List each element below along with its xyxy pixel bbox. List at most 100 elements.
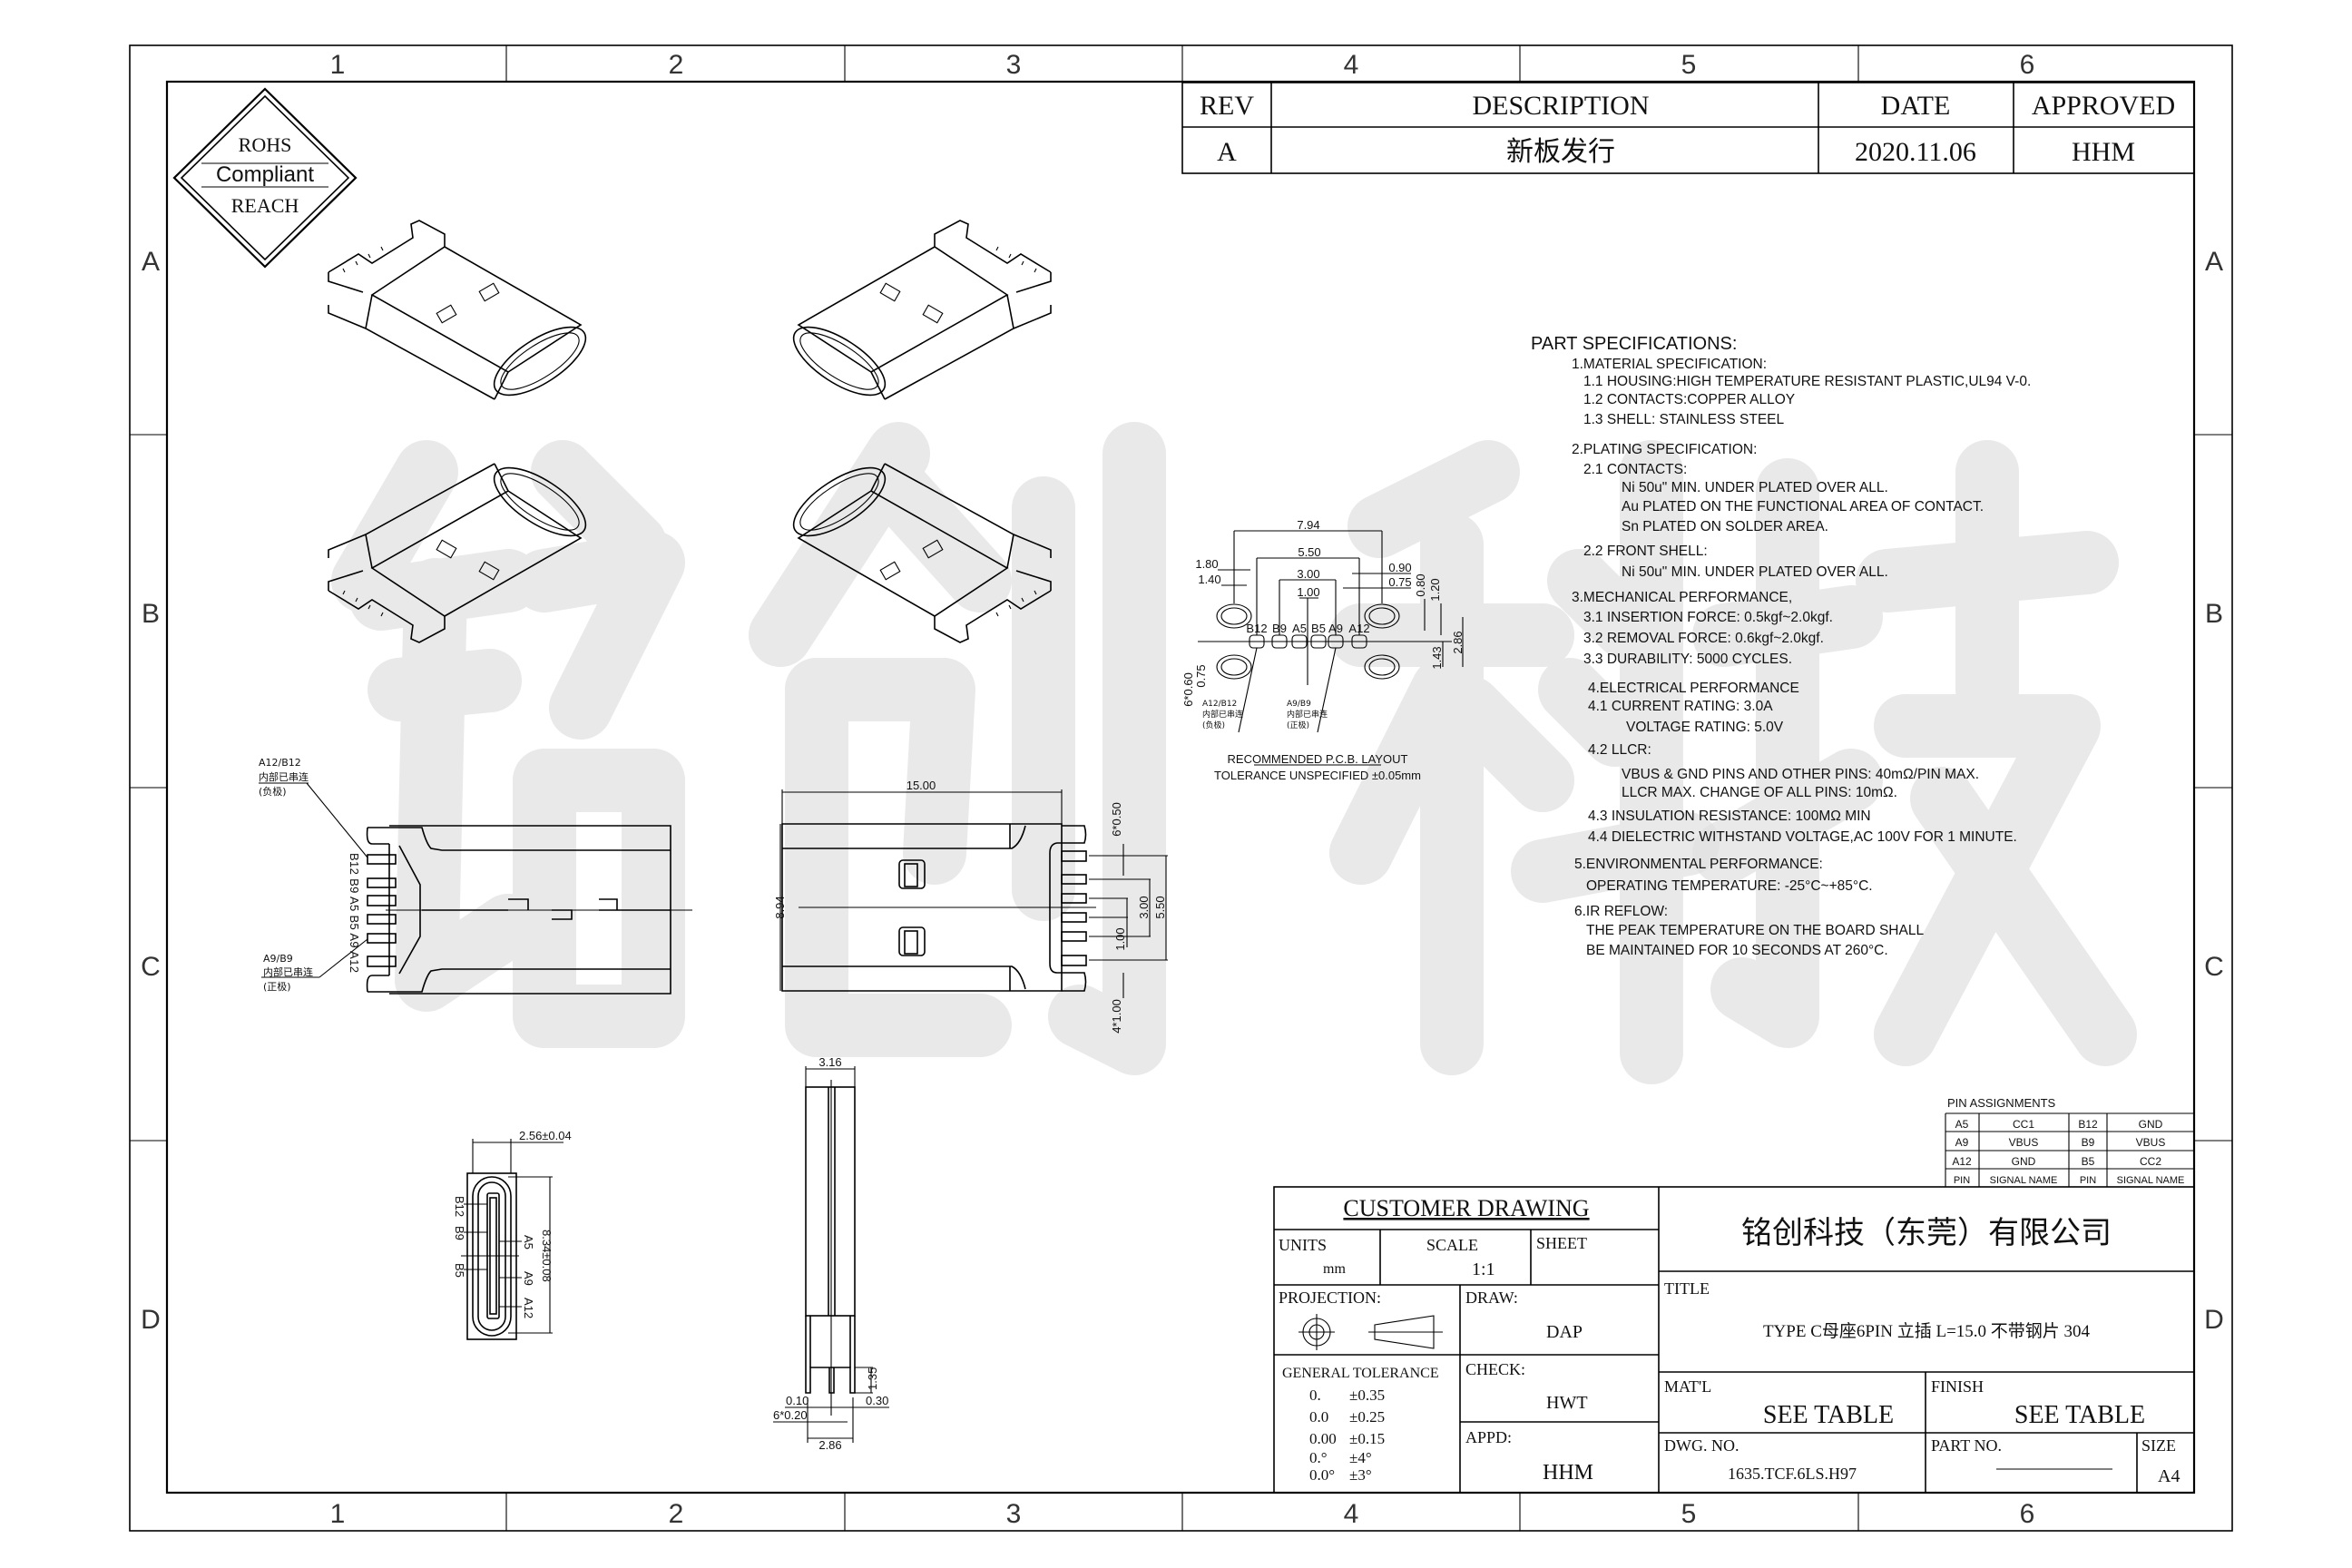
- pin-table-cell: B12: [2078, 1118, 2098, 1131]
- rohs-reach-logo: ROHS Compliant REACH: [172, 87, 358, 269]
- side-note-negative: 内部已串连: [259, 770, 309, 783]
- tolerance-precision: 0.0°: [1309, 1466, 1335, 1484]
- frame-column-label: 5: [1681, 50, 1697, 80]
- specification-line: THE PEAK TEMPERATURE ON THE BOARD SHALL: [1586, 923, 1924, 938]
- dwg-no-label: DWG. NO.: [1664, 1436, 1740, 1455]
- pcb-note-negative: (负极): [1202, 720, 1225, 730]
- specification-line: Au PLATED ON THE FUNCTIONAL AREA OF CONT…: [1622, 499, 1984, 514]
- tolerance-value: ±4°: [1349, 1449, 1372, 1466]
- part-no-label: PART NO.: [1931, 1436, 2002, 1455]
- units-value: mm: [1323, 1261, 1346, 1277]
- specification-line: 3.2 REMOVAL FORCE: 0.6kgf~2.0kgf.: [1583, 631, 1824, 646]
- frame-column-label: 1: [330, 1499, 346, 1529]
- specification-line: 2.1 CONTACTS:: [1583, 462, 1687, 477]
- frame-row-label: C: [2204, 952, 2224, 982]
- dim-span-5-50: 5.50: [1153, 896, 1167, 918]
- tolerance-value: ±0.25: [1349, 1408, 1385, 1426]
- pad-label: B12: [1246, 622, 1267, 635]
- dim-tab-4x1-00: 4*1.00: [1110, 999, 1123, 1034]
- pin-table-cell: B5: [2082, 1155, 2095, 1168]
- specification-line: 4.3 INSULATION RESISTANCE: 100MΩ MIN: [1588, 808, 1871, 824]
- frame-row-label: D: [141, 1305, 161, 1335]
- frame-column-label: 5: [1681, 1499, 1697, 1529]
- pin-table-cell: GND: [2139, 1118, 2163, 1131]
- frame-column-label: 3: [1006, 1499, 1022, 1529]
- general-tolerance-label: GENERAL TOLERANCE: [1282, 1366, 1439, 1381]
- specification-line: 5.ENVIRONMENTAL PERFORMANCE:: [1574, 857, 1823, 872]
- pad-label: B5: [1311, 622, 1326, 635]
- side-note-positive: A9/B9: [263, 953, 293, 965]
- pin-table-cell: CC2: [2140, 1155, 2161, 1168]
- dim-height-8-94: 8.94: [773, 896, 787, 918]
- pad-label: A9: [1328, 622, 1343, 635]
- dim-7-94: 7.94: [1297, 518, 1319, 532]
- rev-header: REV: [1200, 91, 1254, 121]
- tolerance-precision: 0.0: [1309, 1408, 1328, 1426]
- pin-label: A12: [522, 1298, 535, 1318]
- date-header: DATE: [1881, 91, 1951, 121]
- specification-line: Ni 50u" MIN. UNDER PLATED OVER ALL.: [1622, 564, 1888, 580]
- watermark-char-4: [1692, 440, 2137, 1066]
- specification-line: 2.PLATING SPECIFICATION:: [1572, 442, 1757, 457]
- frame-row-label: D: [2204, 1305, 2224, 1335]
- pcb-note-positive: (正极): [1287, 720, 1309, 730]
- specification-line: VBUS & GND PINS AND OTHER PINS: 40mΩ/PIN…: [1622, 767, 1979, 782]
- draw-label: DRAW:: [1465, 1289, 1518, 1307]
- pcb-note-negative: 内部已串连: [1202, 709, 1243, 720]
- front-view: 2.56±0.04 8.34±0.08 B12 B9 B5 A5 A9 A12: [453, 1129, 572, 1340]
- frame-column-label: 3: [1006, 50, 1022, 80]
- dim-1-40: 1.40: [1198, 573, 1220, 586]
- size-value: A4: [2158, 1466, 2180, 1486]
- side-note-negative: (负极): [259, 785, 287, 798]
- dim-width-3-16: 3.16: [818, 1055, 841, 1069]
- top-view: 15.00 8.94 6*0.50 5.50 3.00 1.00 4*1.00: [773, 779, 1168, 1034]
- dim-2-86: 2.86: [818, 1438, 841, 1452]
- pcb-layout-title: RECOMMENDED P.C.B. LAYOUT: [1228, 752, 1408, 766]
- specification-line: 4.2 LLCR:: [1588, 742, 1651, 758]
- title-block: CUSTOMER DRAWING UNITS mm SCALE 1:1 SHEE…: [1273, 1186, 2195, 1494]
- frame-column-label: 2: [669, 1499, 684, 1529]
- specification-line: 3.3 DURABILITY: 5000 CYCLES.: [1583, 652, 1792, 667]
- tolerance-value: ±0.35: [1349, 1387, 1385, 1404]
- dim-2-86: 2.86: [1451, 631, 1465, 653]
- specification-line: Ni 50u" MIN. UNDER PLATED OVER ALL.: [1622, 480, 1888, 495]
- specification-line: 1.3 SHELL: STAINLESS STEEL: [1583, 412, 1784, 427]
- finish-value: SEE TABLE: [2014, 1401, 2145, 1429]
- frame-column-label: 4: [1344, 1499, 1359, 1529]
- description-value: 新板发行: [1506, 137, 1615, 167]
- side-note-positive: (正极): [263, 980, 291, 993]
- scale-label: SCALE: [1426, 1236, 1478, 1254]
- rev-value: A: [1217, 137, 1237, 167]
- specification-line: LLCR MAX. CHANGE OF ALL PINS: 10mΩ.: [1622, 785, 1897, 800]
- end-view: 3.16 1.35 0.10 0.30 6*0.20 2.86: [773, 1055, 889, 1452]
- pin-table-cell: CC1: [2013, 1118, 2034, 1131]
- pcb-note-negative: A12/B12: [1202, 700, 1237, 709]
- material-label: MAT'L: [1664, 1377, 1711, 1396]
- logo-rohs: ROHS: [239, 133, 292, 156]
- tolerance-value: ±0.15: [1349, 1430, 1385, 1447]
- dim-0-30: 0.30: [866, 1394, 888, 1407]
- frame-row-label: C: [141, 952, 161, 982]
- isometric-view-top-right: [782, 220, 1052, 409]
- frame-column-label: 6: [2020, 50, 2035, 80]
- frame-column-label: 2: [669, 50, 684, 80]
- size-label: SIZE: [2141, 1436, 2176, 1455]
- pin-table-cell: PIN: [2080, 1175, 2096, 1186]
- pad-label: A12: [1348, 622, 1369, 635]
- pin-table-cell: GND: [2012, 1155, 2036, 1168]
- title-label: TITLE: [1664, 1279, 1710, 1298]
- specification-line: 4.ELECTRICAL PERFORMANCE: [1588, 681, 1799, 696]
- pin-table-cell: PIN: [1954, 1175, 1970, 1186]
- material-value: SEE TABLE: [1763, 1401, 1894, 1429]
- drawn-by: DAP: [1546, 1322, 1583, 1342]
- dim-length-15: 15.00: [906, 779, 936, 792]
- customer-drawing-heading: CUSTOMER DRAWING: [1343, 1195, 1589, 1221]
- dim-0-75: 0.75: [1388, 575, 1411, 589]
- approved-label: APPD:: [1465, 1428, 1512, 1446]
- specification-line: 1.MATERIAL SPECIFICATION:: [1572, 357, 1767, 372]
- scale-value: 1:1: [1472, 1259, 1495, 1279]
- dim-6x0-60: 6*0.60: [1181, 672, 1195, 707]
